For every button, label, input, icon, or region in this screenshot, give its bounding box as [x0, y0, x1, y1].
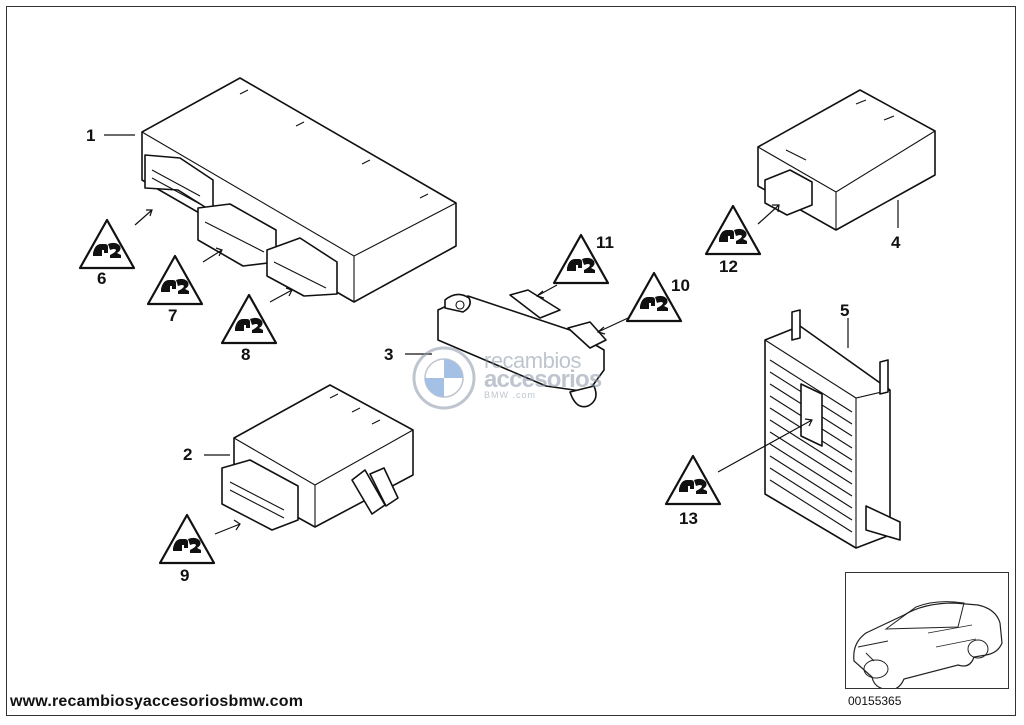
label-part-1: 1 [86, 126, 95, 145]
car-outline-icon [853, 601, 1003, 691]
part-5-finned-module [764, 309, 901, 549]
part-1-control-module [141, 77, 457, 303]
watermark-line-3: BMW .com [484, 390, 536, 400]
part-4-module [757, 89, 936, 231]
car-thumbnail [845, 572, 1009, 691]
label-callout-11: 11 [596, 233, 614, 252]
warning-icon-9 [158, 513, 216, 565]
part-2-control-module [221, 384, 414, 531]
watermark: recambios accesorios BMW .com [412, 346, 642, 410]
diagram-frame [6, 6, 1016, 716]
warning-icon-12 [704, 204, 762, 256]
warning-icon-6 [78, 218, 136, 270]
footer-website: www.recambiosyaccesoriosbmw.com [10, 693, 304, 710]
warning-icon-7 [146, 254, 204, 306]
warning-icon-13 [664, 454, 722, 506]
watermark-line-1: recambios [484, 348, 581, 373]
diagram-code: 00155365 [848, 694, 902, 708]
label-part-5: 5 [840, 301, 849, 320]
label-callout-9: 9 [180, 566, 189, 585]
label-callout-13: 13 [679, 509, 698, 528]
label-callout-10: 10 [671, 276, 690, 295]
label-callout-6: 6 [97, 269, 106, 288]
label-part-3: 3 [384, 345, 393, 364]
label-part-2: 2 [183, 445, 192, 464]
bmw-roundel-icon [412, 346, 476, 410]
label-callout-7: 7 [168, 306, 177, 325]
warning-icon-8 [220, 293, 278, 345]
arrows [134, 204, 813, 535]
watermark-line-2: accesorios [484, 366, 602, 393]
part-3-sensor [437, 289, 607, 408]
label-part-4: 4 [891, 233, 901, 252]
label-callout-12: 12 [719, 257, 738, 276]
label-callout-8: 8 [241, 345, 250, 364]
